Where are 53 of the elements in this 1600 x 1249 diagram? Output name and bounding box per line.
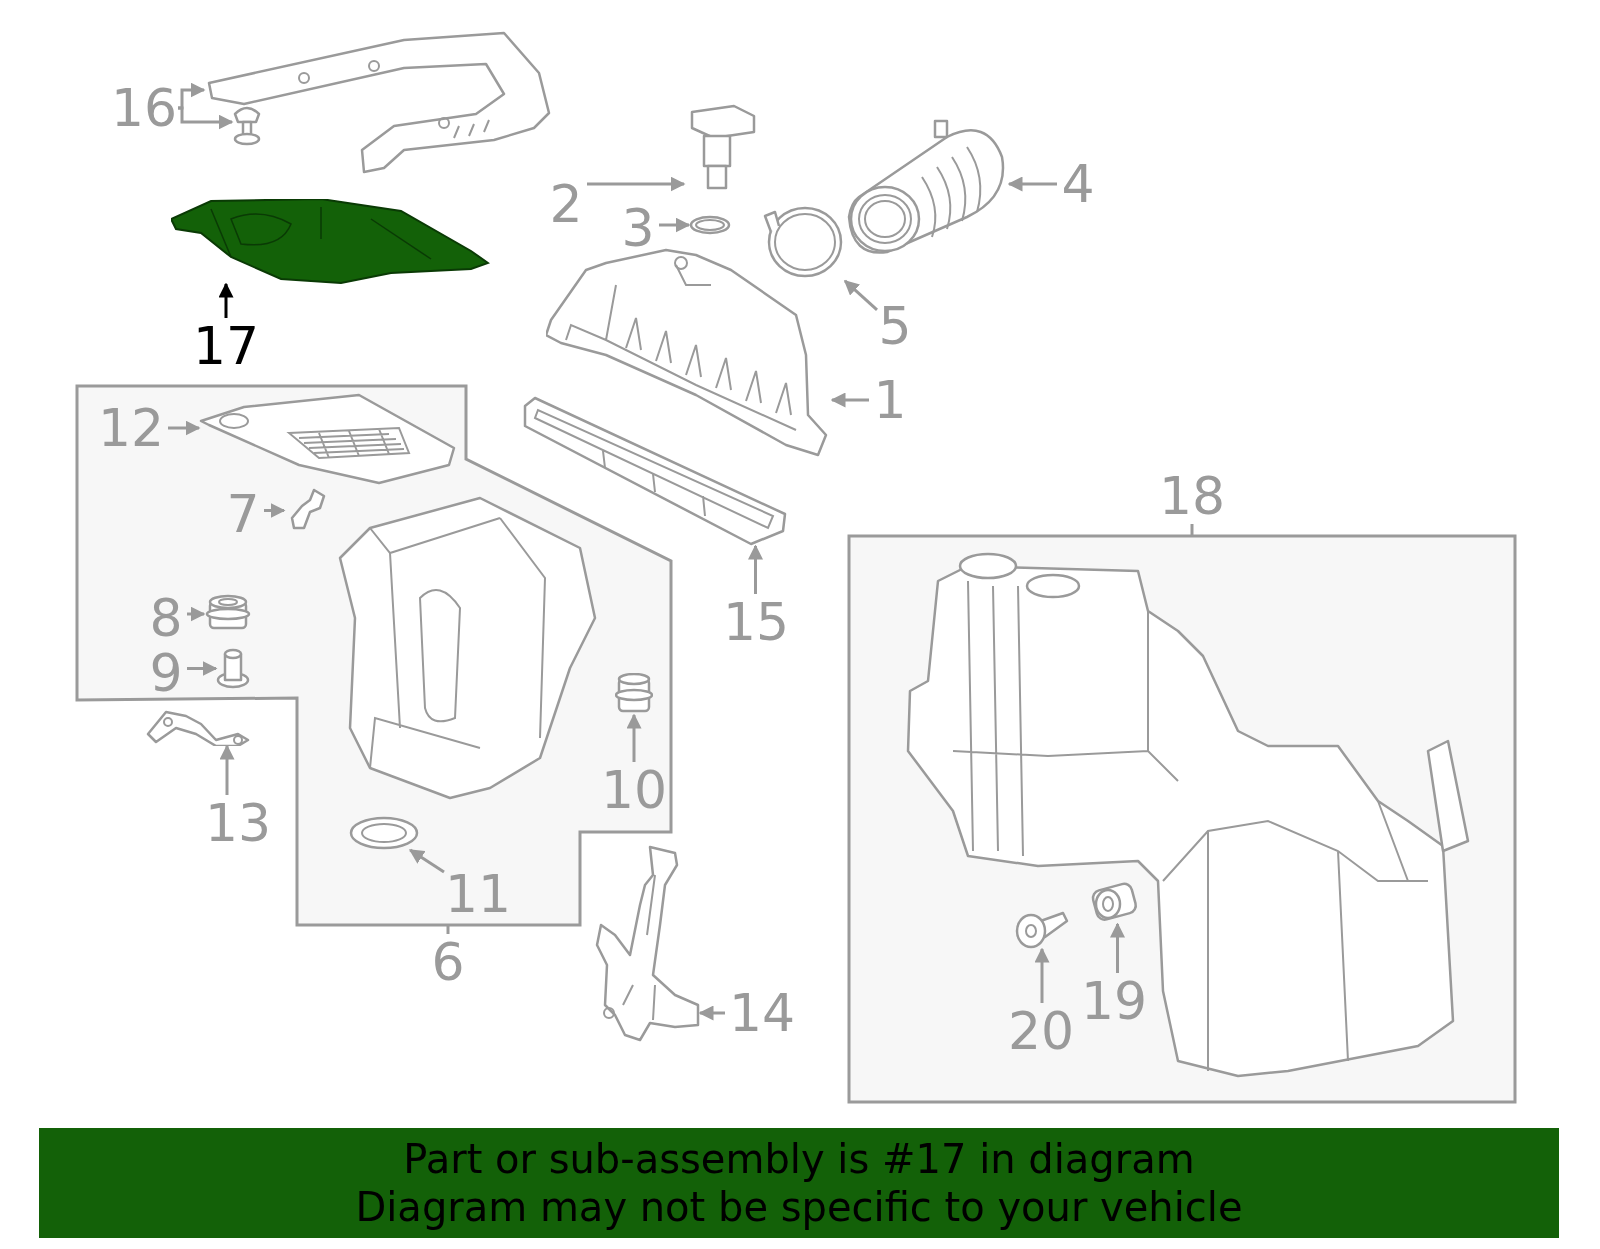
leader-line [748, 544, 763, 594]
callout-number: 19 [1080, 973, 1148, 1029]
leader-line [264, 503, 286, 518]
leader-line [1110, 922, 1125, 973]
leader-line [1034, 947, 1050, 1003]
callout-number: 18 [1158, 468, 1226, 524]
callout-number: 16 [110, 80, 178, 136]
leader-line [187, 661, 218, 676]
highlighted-cover-drawing [171, 199, 490, 284]
leader-line [218, 282, 234, 318]
callout-number: 4 [1060, 156, 1096, 212]
callout-number: 3 [620, 200, 656, 256]
leader-line [698, 1005, 725, 1021]
banner-text: Part or sub-assembly is #17 in diagram [403, 1135, 1195, 1183]
callout-number: 12 [97, 400, 165, 456]
callout-number: 2 [548, 176, 584, 232]
callout-number: 5 [877, 298, 913, 354]
leader-line [446, 926, 450, 934]
filter-element-drawing [523, 396, 789, 546]
leader-line [626, 713, 642, 762]
grommet-drawing [615, 673, 653, 715]
leader-line [168, 420, 201, 436]
seal-ring-drawing [349, 816, 419, 850]
leader-line [219, 744, 235, 795]
callout-number: 14 [728, 985, 796, 1041]
callout-number: 6 [430, 934, 466, 990]
leader-line [178, 82, 206, 110]
leader-line [659, 217, 691, 233]
callout-number: 13 [204, 795, 272, 851]
leader-line [1007, 176, 1057, 192]
leader-line [1190, 524, 1194, 536]
leader-line [830, 392, 869, 408]
callout-number: 15 [722, 594, 790, 650]
callout-number: 9 [148, 645, 184, 701]
assembly-group-box [77, 386, 672, 926]
callout-number: 20 [1007, 1003, 1075, 1059]
leader-line [843, 279, 878, 311]
callout-number: 7 [225, 486, 261, 542]
leader-line [187, 606, 206, 622]
banner-text: Diagram may not be specific to your vehicle [355, 1183, 1243, 1231]
leader-line [587, 176, 686, 192]
collar-drawing [216, 648, 250, 689]
callout-number: 11 [444, 866, 512, 922]
leader-line [408, 848, 445, 874]
callout-number: 1 [872, 372, 908, 428]
o-ring-drawing [689, 214, 731, 236]
callout-number: 8 [148, 590, 184, 646]
bolt-drawing [1015, 911, 1069, 949]
bracket-drawing [595, 845, 700, 1043]
callout-number: 10 [600, 762, 668, 818]
assembly-group-box [849, 536, 1515, 1102]
leader-line [178, 106, 234, 130]
callout-number: 17 [192, 318, 260, 374]
